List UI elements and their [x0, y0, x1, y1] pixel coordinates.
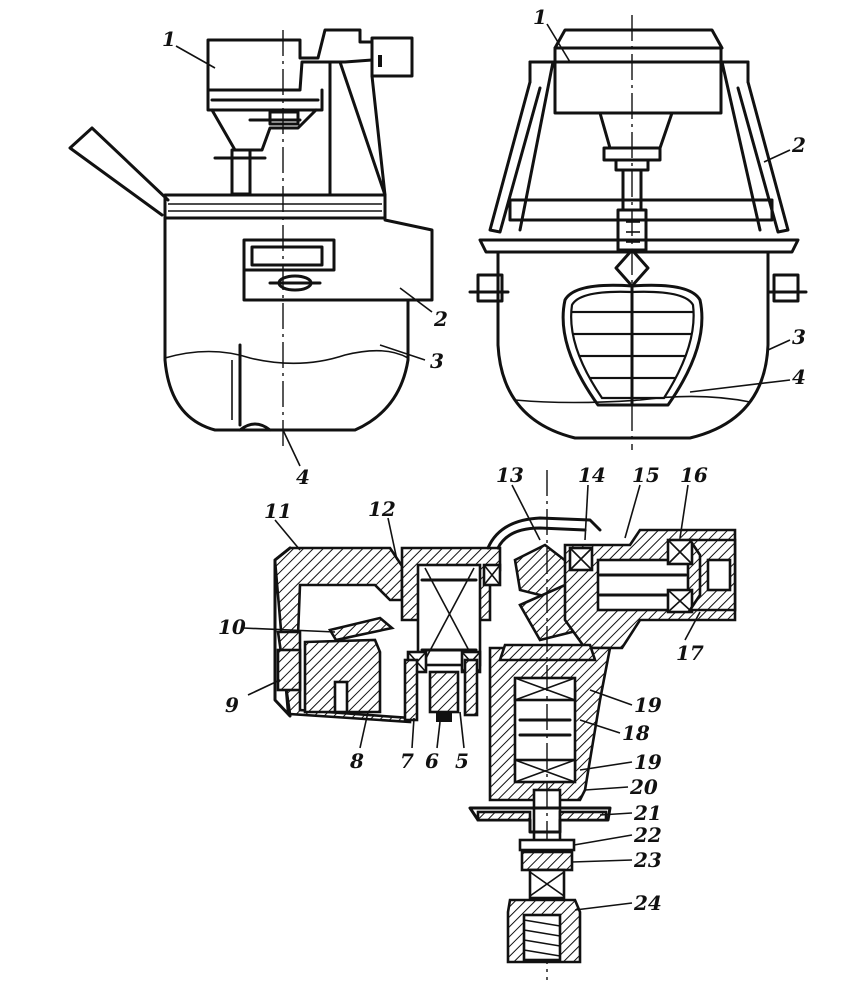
side-callout-1: 1 [162, 27, 176, 51]
section-callout-9: 9 [225, 693, 239, 717]
side-callout-2: 2 [433, 307, 448, 331]
section-callout-19b: 19 [634, 750, 662, 774]
side-view: 1 2 3 4 [68, 27, 448, 489]
section-callout-14: 14 [578, 463, 606, 487]
section-callout-21: 21 [633, 801, 662, 825]
section-callout-23: 23 [633, 848, 662, 872]
side-callout-3: 3 [430, 349, 444, 373]
section-callout-12: 12 [368, 497, 396, 521]
section-callout-22: 22 [633, 823, 662, 847]
section-view: 11 12 13 14 15 16 17 10 9 8 7 6 5 19 18 … [218, 463, 737, 980]
front-callout-2: 2 [791, 133, 806, 157]
section-callout-7: 7 [400, 749, 414, 773]
section-callout-24: 24 [633, 891, 662, 915]
section-callout-18: 18 [622, 721, 650, 745]
section-callout-19a: 19 [634, 693, 662, 717]
section-callout-16: 16 [680, 463, 708, 487]
side-callout-4: 4 [296, 465, 310, 489]
section-callout-6: 6 [425, 749, 439, 773]
front-callout-4: 4 [792, 365, 806, 389]
front-callout-1: 1 [533, 5, 547, 29]
front-callout-3: 3 [792, 325, 806, 349]
section-callout-13: 13 [496, 463, 524, 487]
section-callout-11: 11 [264, 499, 292, 523]
section-callout-15: 15 [632, 463, 660, 487]
section-callout-17: 17 [676, 641, 704, 665]
front-view: 1 2 3 4 [468, 5, 808, 450]
section-callout-20: 20 [629, 775, 658, 799]
section-callout-5: 5 [455, 749, 469, 773]
section-callout-10: 10 [218, 615, 246, 639]
section-callout-8: 8 [349, 749, 364, 773]
